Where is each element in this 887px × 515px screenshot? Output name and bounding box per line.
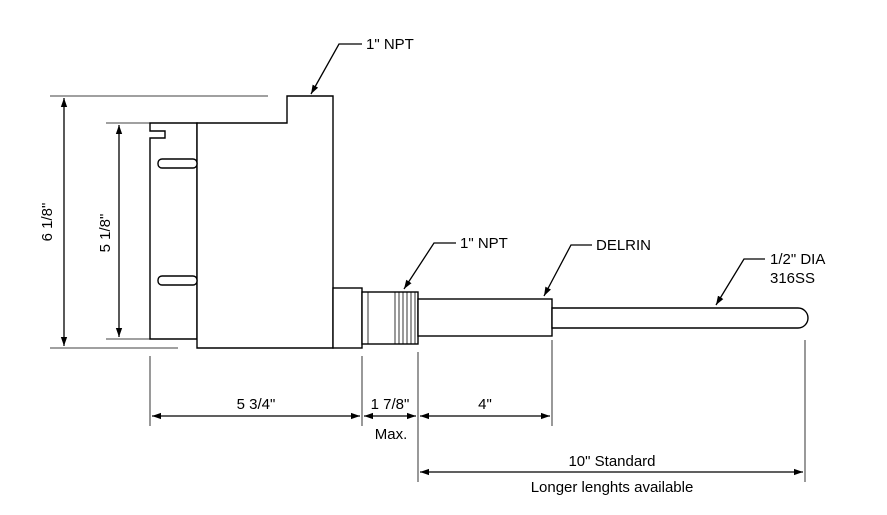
dim-overall-height: 6 1/8" (39, 203, 56, 242)
enclosure-body (196, 95, 334, 349)
terminal-tab-upper (157, 158, 198, 169)
dim-housing-width: 5 3/4" (237, 396, 276, 413)
callout-rod-diameter: 1/2" DIA (770, 251, 825, 268)
extension-lines (50, 95, 806, 482)
callout-rod-material: 316SS (770, 270, 815, 287)
npt-fitting (361, 291, 419, 345)
dim-delrin-length: 4" (478, 396, 492, 413)
enclosure-cover (149, 122, 198, 340)
dim-fitting-length: 1 7/8" (371, 396, 410, 413)
callout-side-npt: 1" NPT (460, 235, 508, 252)
callout-top-npt: 1" NPT (366, 36, 414, 53)
dim-inner-height: 5 1/8" (97, 214, 114, 253)
dim-probe-note: Longer lenghts available (531, 479, 694, 496)
enclosure (149, 95, 363, 349)
conduit-boss (332, 287, 363, 349)
dim-fitting-note: Max. (375, 426, 408, 443)
leader-lines (310, 43, 765, 306)
dimension-lines (60, 98, 803, 476)
delrin-sleeve (417, 298, 553, 337)
callout-delrin: DELRIN (596, 237, 651, 254)
dim-probe-length: 10" Standard (568, 453, 655, 470)
terminal-tab-lower (157, 275, 198, 286)
stainless-rod (551, 307, 809, 329)
